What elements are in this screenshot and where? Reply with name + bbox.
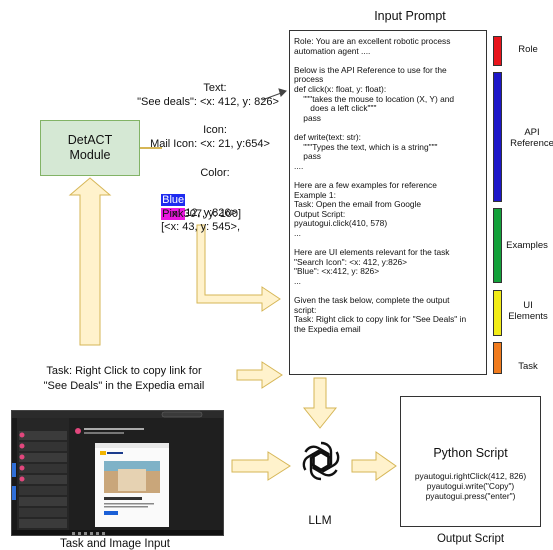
prompt-line: "Search Icon": <x: 412, y:826> <box>294 256 408 267</box>
prompt-box: Role: You are an excellent robotic proce… <box>289 30 487 375</box>
detact-label-line1: DetACT <box>67 133 113 147</box>
python-line-2: pyautogui.write("Copy") <box>426 481 515 491</box>
prompt-line: def write(text: str): <box>294 132 362 142</box>
api-reference-label: API Reference <box>508 127 553 149</box>
prompt-line: ... <box>294 228 301 238</box>
examples-label: Examples <box>506 240 548 251</box>
pink-swatch-word: Pink <box>161 208 185 220</box>
text-heading: Text: <box>203 82 227 94</box>
prompt-line: automation agent .... <box>294 45 371 56</box>
prompt-line: """Types the text, which is a string""" <box>294 141 438 152</box>
task-image-input-label: Task and Image Input <box>60 538 170 550</box>
arrow-task-to-prompt <box>236 361 283 389</box>
llm-logo-icon <box>302 441 340 481</box>
color-heading: Color: <box>200 167 230 179</box>
arrow-image-to-llm <box>231 451 291 481</box>
pink-value: [<x: 43, y: 545>, <box>161 221 241 233</box>
api-reference-label-text: API Reference <box>510 127 553 149</box>
prompt-line: Role: You are an excellent robotic proce… <box>294 36 451 46</box>
icon-detection: Mail Icon: <x: 21, y:654> <box>150 138 270 150</box>
prompt-title: Input Prompt <box>374 9 446 23</box>
role-label: Role <box>518 44 538 55</box>
output-script-label: Output Script <box>436 533 505 545</box>
arrow-prompt-to-llm <box>302 377 338 429</box>
ui-elements-label: UI Elements <box>508 300 548 322</box>
python-line-1: pyautogui.rightClick(412, 826) <box>414 471 527 481</box>
prompt-line: Output Script: <box>294 208 346 219</box>
prompt-line: Here are UI elements relevant for the ta… <box>294 247 450 258</box>
prompt-line: Below is the API Reference to use for th… <box>294 64 447 75</box>
prompt-line: Task: Right click to copy link for "See … <box>294 314 467 325</box>
ui-elements-color-bar <box>493 290 502 336</box>
api-color-bar <box>493 72 502 202</box>
prompt-line: process <box>294 74 324 85</box>
prompt-line: Here are a few examples for reference <box>294 180 437 190</box>
role-color-bar <box>493 36 502 66</box>
llm-label: LLM <box>308 513 332 527</box>
detact-module: DetACT Module <box>40 120 140 176</box>
prompt-line: Example 1: <box>294 189 336 200</box>
prompt-line: pass <box>294 151 321 162</box>
prompt-line: does a left click""" <box>294 103 377 114</box>
prompt-line: .... <box>294 160 304 171</box>
prompt-line: def click(x: float, y: float): <box>294 84 387 94</box>
prompt-line: pyautogui.click(410, 578) <box>294 218 388 229</box>
prompt-line: ... <box>294 276 301 286</box>
see-deals-button-thumb <box>104 511 118 515</box>
blue-swatch-word: Blue <box>161 194 186 206</box>
python-script-box: Python Script pyautogui.rightClick(412, … <box>400 396 541 527</box>
prompt-line: the Expedia email <box>294 324 361 334</box>
python-line-3: pyautogui.press("enter") <box>425 491 516 501</box>
prompt-line: Task: Open the email from Google <box>294 199 422 210</box>
email-screenshot <box>11 410 224 536</box>
prompt-line: Given the task below, complete the outpu… <box>294 295 450 306</box>
task-color-bar <box>493 342 502 374</box>
task-description: Task: Right Click to copy link for "See … <box>4 364 244 394</box>
arrow-llm-to-output <box>351 451 397 481</box>
task-line-1: Task: Right Click to copy link for <box>46 365 202 377</box>
text-detection: "See deals": <x: 412, y: 826> <box>137 96 279 108</box>
prompt-line: """takes the mouse to location (X, Y) an… <box>294 93 455 104</box>
task-line-2: "See Deals" in the Expedia email <box>43 380 205 392</box>
examples-color-bar <box>493 208 502 283</box>
pink-detection: Pink [<x: 43, y: 545>, <box>155 195 285 234</box>
detact-label-line2: Module <box>69 148 111 162</box>
email-list <box>19 431 67 528</box>
icon-heading: Icon: <box>203 124 227 136</box>
python-script-title: Python Script <box>433 446 508 460</box>
arrow-task-to-detact <box>68 177 112 346</box>
prompt-line: "Blue": <x:412, y: 826> <box>294 266 380 277</box>
task-section-label: Task <box>518 361 538 372</box>
prompt-line: pass <box>294 112 321 123</box>
email-screenshot-drawing <box>12 411 223 535</box>
pointer-head <box>278 88 287 97</box>
pink-detection-continued: x: 307, y: 100] <box>172 208 242 220</box>
arrow-detections-to-prompt <box>196 224 281 312</box>
prompt-line: script: <box>294 304 317 315</box>
